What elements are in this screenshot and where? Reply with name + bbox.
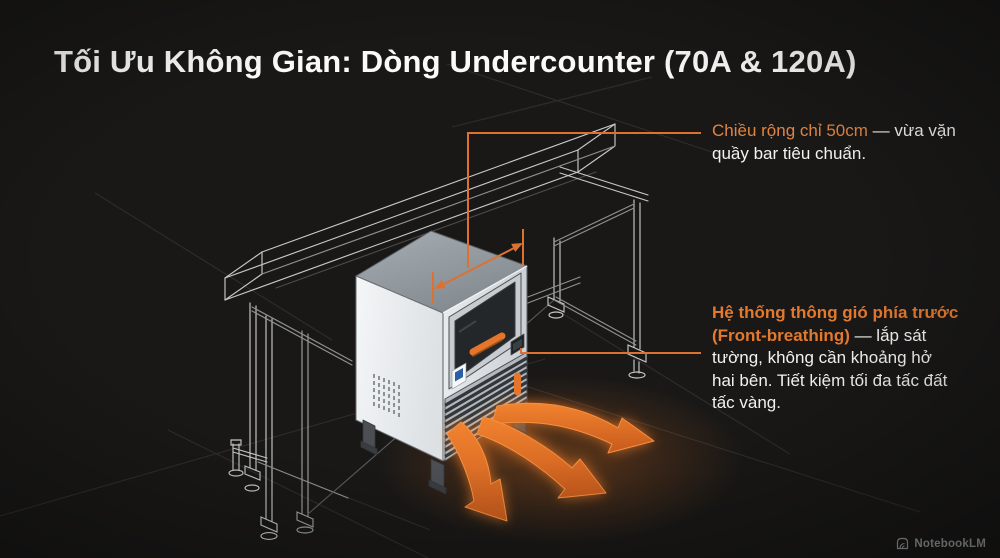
machine-door-handle <box>469 332 506 356</box>
annotation-ventilation: Hệ thống thông gió phía trước (Front-bre… <box>712 302 980 415</box>
machine-door-window <box>454 281 516 381</box>
airflow-arrow-diagonal <box>476 416 607 499</box>
watermark-label: NotebookLM <box>914 537 986 550</box>
width-leader-line <box>467 132 701 268</box>
watermark: NotebookLM <box>896 537 986 550</box>
airflow-arrow-right <box>491 402 655 454</box>
machine-side-vents <box>373 374 400 417</box>
counter-wireframe <box>224 123 649 540</box>
annotation-vent-line1: Hệ thống thông gió phía trước <box>712 303 959 322</box>
width-dimension-indicator <box>432 229 524 303</box>
annotation-width-highlight: Chiều rộng chỉ 50cm <box>712 121 868 140</box>
annotation-vent-line2: (Front-breathing) — lắp sát <box>712 325 980 348</box>
dimension-arrowhead-right <box>511 243 523 252</box>
annotation-vent-highlight: (Front-breathing) <box>712 325 850 345</box>
annotation-vent-line5: tấc vàng. <box>712 393 781 412</box>
dimension-arrowhead-left <box>434 280 446 289</box>
notebooklm-icon <box>897 537 909 550</box>
annotation-width: Chiều rộng chỉ 50cm — vừa vặn quầy bar t… <box>712 119 974 165</box>
annotation-width-rest: — vừa vặn <box>867 121 956 140</box>
annotation-vent-line3: tường, không cần khoảng hở <box>712 348 932 367</box>
annotation-vent-line4: hai bên. Tiết kiệm tối đa tấc đất <box>712 370 948 390</box>
airflow-arrows <box>446 402 655 522</box>
annotation-width-line1: Chiều rộng chỉ 50cm — vừa vặn <box>712 119 974 142</box>
page-title: Tối Ưu Không Gian: Dòng Undercounter (70… <box>54 44 857 79</box>
annotation-width-line2: quầy bar tiêu chuẩn. <box>712 144 867 163</box>
vent-leader-line <box>520 348 701 354</box>
airflow-arrow-down <box>446 421 508 522</box>
annotation-vent-line2-rest: — lắp sát <box>849 325 927 345</box>
